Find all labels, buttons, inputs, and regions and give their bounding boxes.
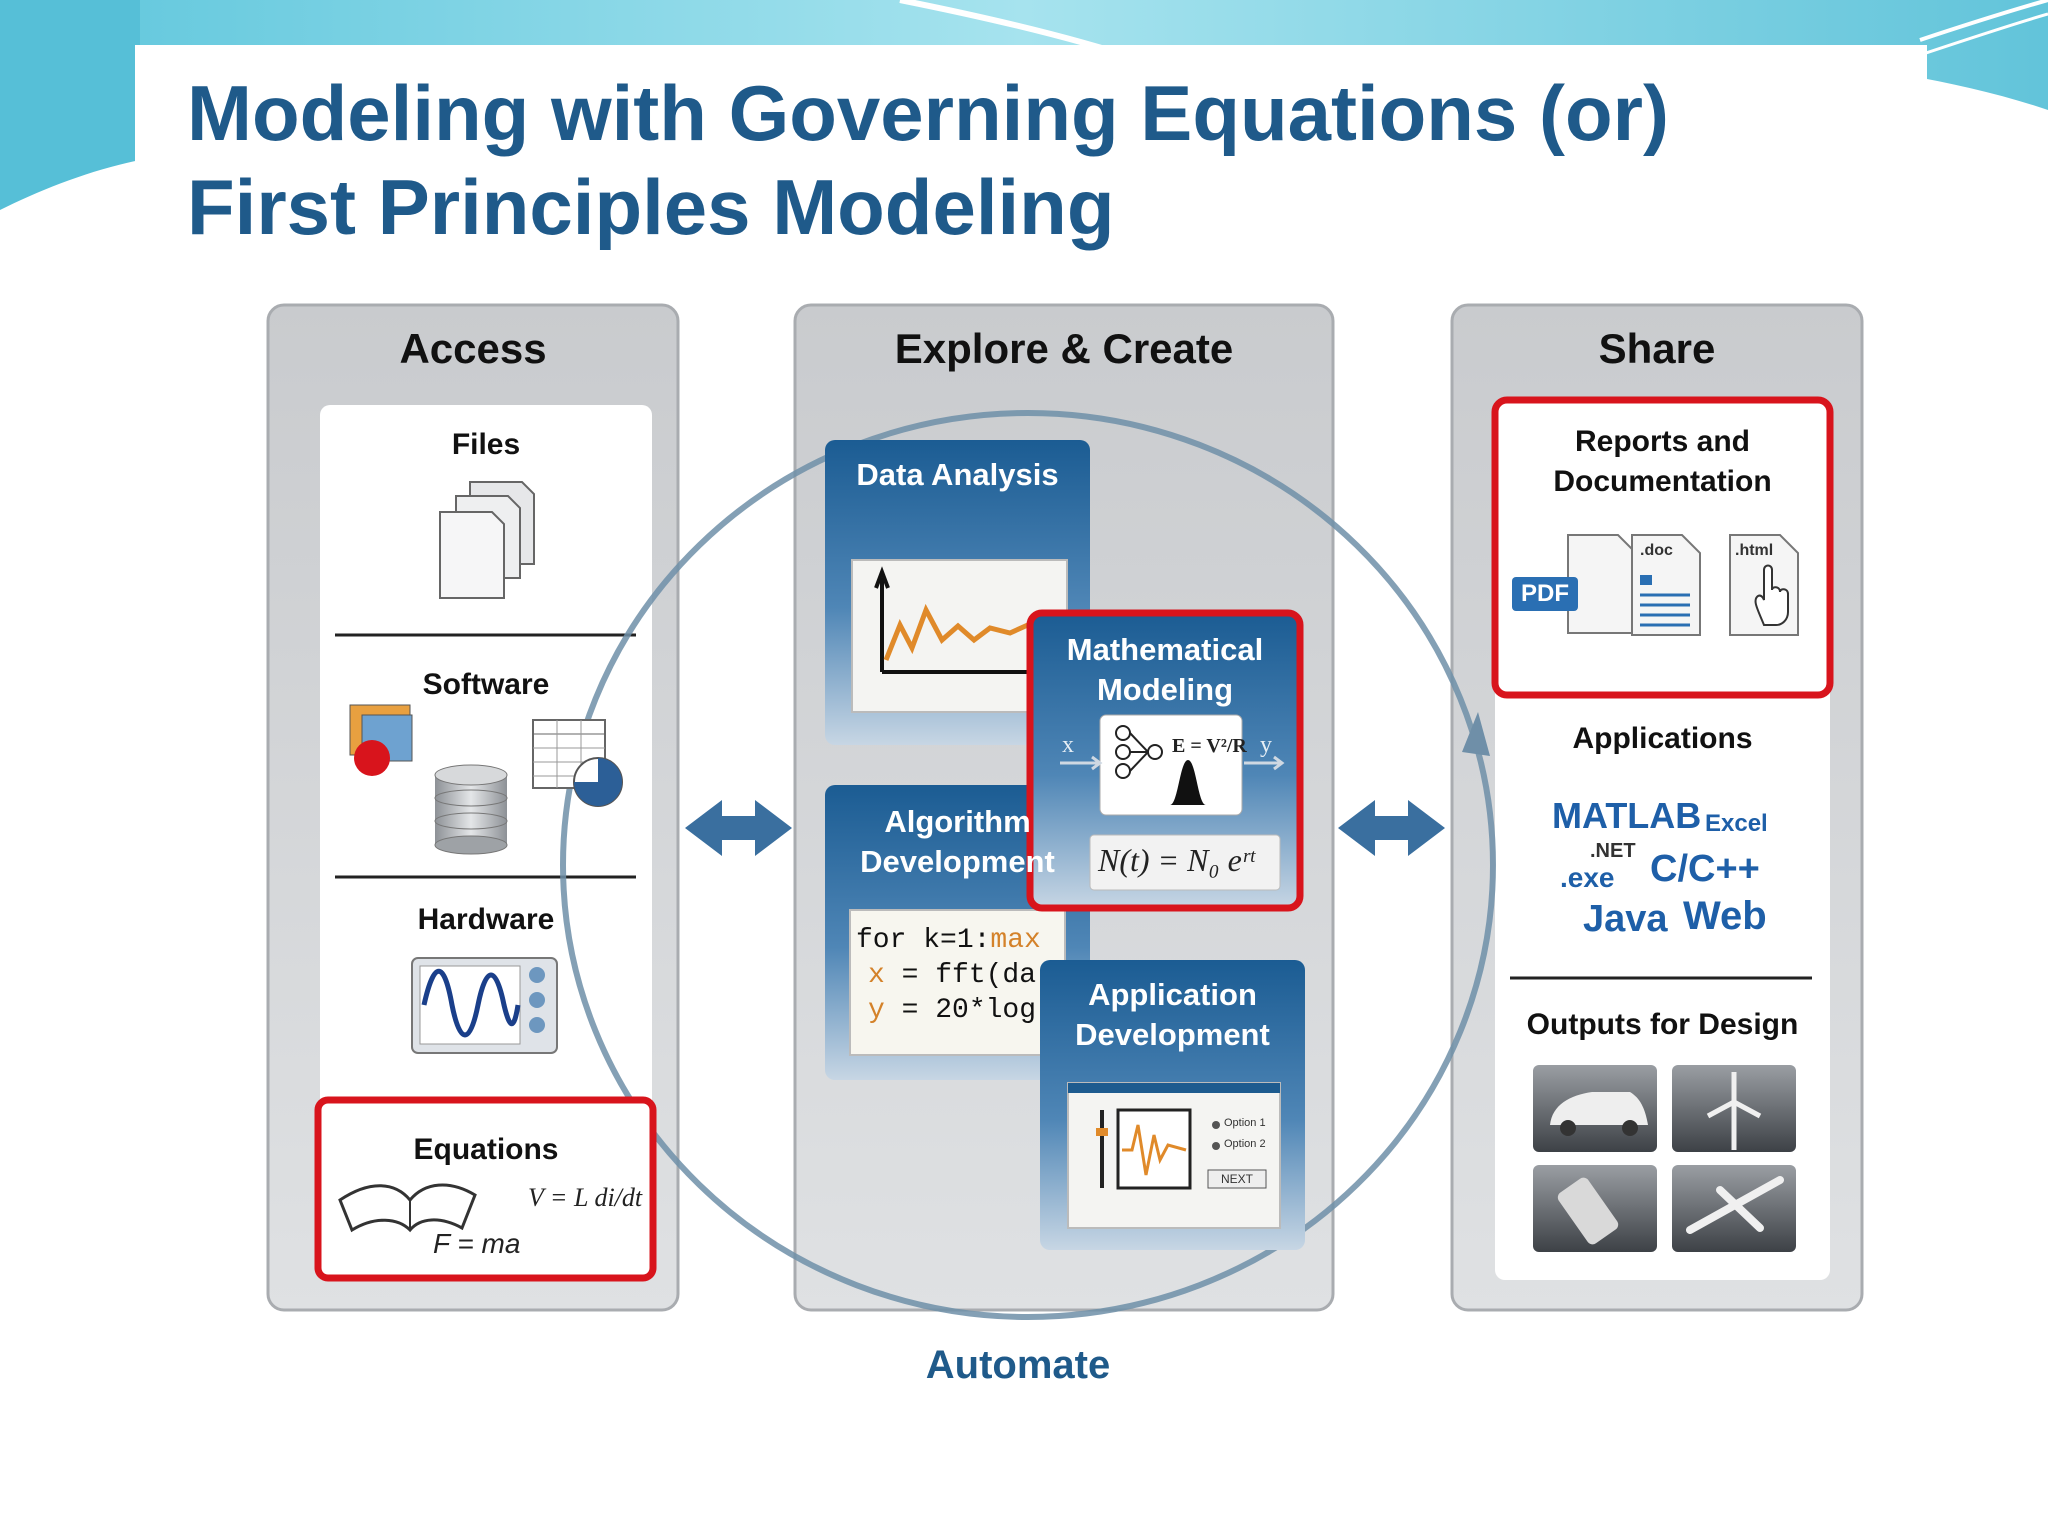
doc-label: .doc	[1640, 542, 1673, 560]
data-analysis-label: Data Analysis	[825, 455, 1090, 495]
newton-equation: F = ma	[433, 1228, 520, 1260]
automate-label: Automate	[868, 1343, 1168, 1388]
access-software-label: Software	[320, 668, 652, 702]
power-equation: E = V²/R	[1172, 735, 1247, 758]
gui-option-1: Option 1	[1224, 1117, 1266, 1129]
code-line-1: for k=1:max	[856, 925, 1041, 956]
lang-matlab: MATLAB	[1552, 795, 1701, 837]
code-line-2: x = fft(da	[868, 960, 1036, 991]
application-label-1: Application	[1040, 975, 1305, 1015]
double-arrow-icon	[685, 800, 792, 856]
lang-exe: .exe	[1560, 862, 1615, 894]
outputs-label: Outputs for Design	[1495, 1008, 1830, 1042]
double-arrow-icon	[1338, 800, 1445, 856]
lang-cpp: C/C++	[1650, 848, 1760, 891]
lang-java: Java	[1583, 898, 1668, 941]
algorithm-label-2: Development	[825, 842, 1090, 882]
access-hardware-label: Hardware	[320, 903, 652, 937]
math-modeling-label-1: Mathematical	[1030, 630, 1300, 670]
gui-option-2: Option 2	[1224, 1138, 1266, 1150]
access-files-label: Files	[320, 428, 652, 462]
gui-next-button: NEXT	[1208, 1172, 1266, 1186]
access-equations-label: Equations	[320, 1133, 652, 1167]
reports-label-2: Documentation	[1495, 465, 1830, 499]
lang-web: Web	[1683, 894, 1767, 939]
math-output-y: y	[1260, 732, 1272, 759]
code-line-3: y = 20*log	[868, 995, 1036, 1026]
share-heading: Share	[1452, 325, 1862, 373]
html-label: .html	[1735, 542, 1773, 560]
algorithm-label-1: Algorithm	[825, 802, 1090, 842]
pdf-label: PDF	[1512, 580, 1578, 608]
application-label-2: Development	[1040, 1015, 1305, 1055]
growth-equation: N(t) = N₀ eʳᵗ	[1098, 842, 1254, 879]
math-modeling-label-2: Modeling	[1030, 670, 1300, 710]
database-icon	[435, 765, 507, 854]
reports-label-1: Reports and	[1495, 425, 1830, 459]
access-heading: Access	[268, 325, 678, 373]
math-input-x: x	[1062, 732, 1074, 759]
lang-net: .NET	[1590, 840, 1636, 863]
explore-heading: Explore & Create	[795, 325, 1333, 373]
applications-label: Applications	[1495, 722, 1830, 756]
oscilloscope-icon	[412, 958, 557, 1053]
lang-excel: Excel	[1705, 810, 1768, 838]
inductor-equation: V = L di/dt	[528, 1183, 642, 1213]
